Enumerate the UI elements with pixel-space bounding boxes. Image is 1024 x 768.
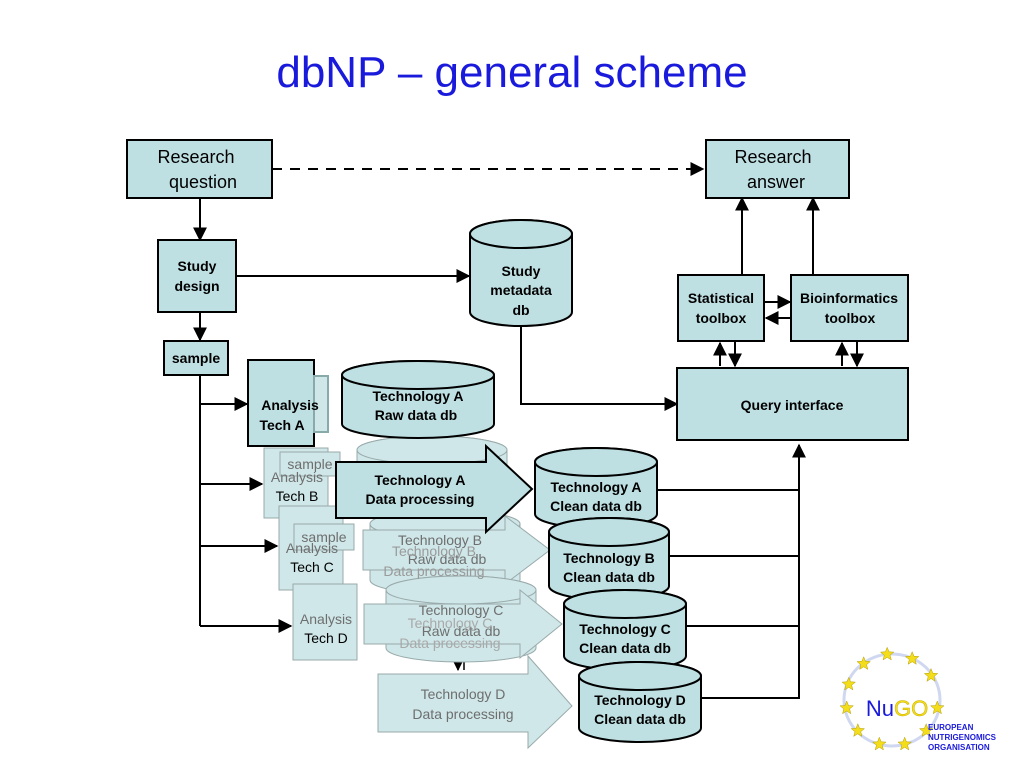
clean-db-bus-d [700,443,806,699]
sample-box [163,340,229,376]
analysis-tech-b-line1: Analysis [271,469,323,485]
tech-c-clean-line1: Technology C [579,621,671,637]
research-question-line1: Research [157,147,234,167]
query-interface-label: Query interface [741,397,844,413]
analysis-tech-a-line2: Tech A [259,417,304,433]
tech-b-proc-line2: Data processing [383,563,484,579]
logo-brand-nu: Nu [866,696,894,721]
study-metadata-line3: db [512,302,529,318]
bioinformatics-toolbox-line1: Bioinformatics [800,290,898,306]
study-metadata-line2: metadata [490,282,552,298]
bioinformatics-toolbox-box [790,274,909,342]
nugo-logo: Nu GO EUROPEAN NUTRIGENOMICS ORGANISATIO… [839,646,997,752]
logo-brand-go: GO [894,696,928,721]
tech-a-proc-line1: Technology A [375,472,466,488]
analysis-tech-a-tab [313,375,329,433]
analysis-tech-a-line1: Analysis [261,397,319,413]
tech-d-clean-line2: Clean data db [594,711,686,727]
logo-star-7 [897,736,912,751]
research-answer-box [705,139,850,199]
logo-line3: ORGANISATION [928,743,990,752]
analysis-tech-c-line2: Tech C [290,559,334,575]
tech-d-proc-line1: Technology D [421,686,506,702]
statistical-toolbox-box [677,274,765,342]
tech-d-clean-line1: Technology D [594,692,686,708]
sample-label: sample [172,350,220,366]
sample-c-text: sample [301,529,346,545]
logo-star-2 [879,646,895,661]
logo-line1: EUROPEAN [928,723,974,732]
analysis-tech-d-line2: Tech D [304,630,348,646]
study-metadata-line1: Study [502,263,541,279]
logo-star-0 [841,676,857,691]
tech-d-clean-db-top [578,661,702,691]
research-question-box [126,139,273,199]
research-answer-line1: Research [734,147,811,167]
analysis-tech-c-line1: Analysis [286,540,338,556]
tech-a-clean-line2: Clean data db [550,498,642,514]
tech-d-proc-line2: Data processing [412,706,513,722]
tech-c-processing-shape [363,588,563,660]
logo-star-8 [872,736,887,751]
sample-c-box [293,523,355,551]
tech-a-proc-line2: Data processing [366,491,475,507]
tech-b-raw-line2: Raw data db [408,551,487,567]
tech-c-raw-line1: Technology C [419,602,504,618]
analysis-tech-d-line1: Analysis [300,611,352,627]
tech-c-clean-line2: Clean data db [579,640,671,656]
logo-star-5 [929,700,945,715]
faded-stack [263,435,573,750]
bioinformatics-toolbox-line2: toolbox [825,310,876,326]
logo-orbit [842,652,942,748]
tech-b-clean-db-top [548,517,670,547]
logo-star-9 [850,723,866,737]
tech-c-proc-line2: Data processing [399,635,500,651]
study-design-line2: design [174,278,219,294]
connectors [193,162,864,699]
tech-a-raw-line1: Technology A [373,388,464,404]
statistical-toolbox-line1: Statistical [688,290,754,306]
tech-b-raw-db-top [356,435,508,465]
tech-a-raw-line2: Raw data db [375,407,457,423]
sample-b-box [279,451,341,477]
tech-c-raw-db-top [385,575,537,605]
logo-star-6 [918,723,934,737]
faded-text: sample Analysis Tech B sample Analysis T… [271,456,514,722]
tech-b-clean-line1: Technology B [563,550,655,566]
tech-d-processing-shape [377,654,573,750]
tech-b-processing-shape [362,514,551,586]
study-design-line1: Study [178,258,217,274]
tech-b-proc-line1: Technology B [392,543,476,559]
arrow-metadata-query [520,325,679,411]
logo-star-10 [839,700,855,715]
tech-a-processing-shape [335,443,534,535]
study-metadata-db-top [469,219,573,249]
query-interface-box [676,367,909,441]
logo-star-4 [923,667,939,682]
tech-a-clean-line1: Technology A [551,479,642,495]
tech-c-raw-line2: Raw data db [422,623,501,639]
tech-c-clean-db-top [563,589,687,619]
logo-star-1 [856,656,871,670]
tech-b-clean-line2: Clean data db [563,569,655,585]
tech-c-proc-line1: Technology C [408,615,493,631]
analysis-tech-b-line2: Tech B [276,488,319,504]
tech-b-raw-line1: Technology B [398,532,482,548]
analysis-tech-d-box [292,583,358,661]
research-question-line2: question [169,172,237,192]
solid-labels: Research question Research answer Study … [157,147,898,727]
solid-nodes [126,139,909,743]
research-answer-line2: answer [747,172,805,192]
tech-a-clean-db-top [534,447,658,477]
tech-a-raw-db-top [341,360,495,390]
sample-b-text: sample [287,456,332,472]
statistical-toolbox-line2: toolbox [696,310,747,326]
slide-title: dbNP – general scheme [276,48,748,97]
logo-star-3 [904,651,920,665]
study-design-box [157,239,237,313]
logo-stars [839,646,945,751]
logo-line2: NUTRIGENOMICS [928,733,997,742]
